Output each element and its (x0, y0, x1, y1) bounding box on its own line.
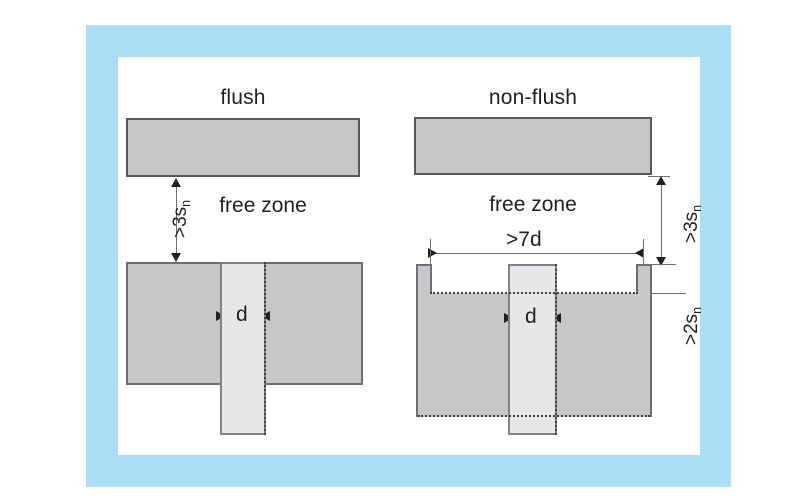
left-free-zone-arrow-down-icon (171, 253, 181, 262)
right-width-arrow-right-icon (635, 248, 644, 258)
right-width-arrow-left-icon (428, 248, 437, 258)
right-free-zone-arrow-up-icon (656, 176, 666, 185)
right-notch-floor-dotted-edge (430, 292, 638, 294)
left-sensor-dotted-edge (264, 262, 266, 435)
right-block-bottom-dotted-edge (418, 415, 650, 417)
right-free-zone-label: free zone (489, 193, 577, 216)
left-diagram-title: flush (220, 86, 266, 109)
right-free-zone-arrow-down-icon (656, 257, 666, 266)
right-diagram-title: non-flush (488, 86, 578, 109)
right-recess-extension-top (648, 264, 676, 265)
left-free-zone-dimension-label: >3sn (170, 199, 193, 238)
right-sensor-width-label: d (525, 305, 537, 328)
left-free-zone-arrow-up-icon (171, 178, 181, 187)
left-sensor-width-label: d (236, 303, 248, 326)
left-free-zone-label: free zone (219, 194, 307, 217)
right-sensor-dotted-edge (555, 264, 557, 435)
right-sensor-body (508, 264, 557, 435)
left-sensor-body (220, 262, 266, 435)
right-width-dimension-label: >7d (506, 228, 542, 251)
right-width-dimension-line (430, 253, 642, 254)
right-recess-dimension-label: >2sn (681, 306, 704, 345)
left-target-bar (126, 118, 360, 177)
left-mounting-block-right (258, 262, 363, 385)
right-target-bar (414, 117, 652, 175)
right-recess-extension-bottom (648, 293, 686, 294)
left-mounting-block-left (126, 262, 230, 385)
right-free-zone-dimension-line (661, 178, 662, 264)
right-width-extension-left (430, 239, 431, 264)
left-free-zone-dimension-line (176, 180, 177, 260)
right-width-extension-right (643, 239, 644, 264)
right-free-zone-dimension-label: >3sn (681, 204, 704, 243)
